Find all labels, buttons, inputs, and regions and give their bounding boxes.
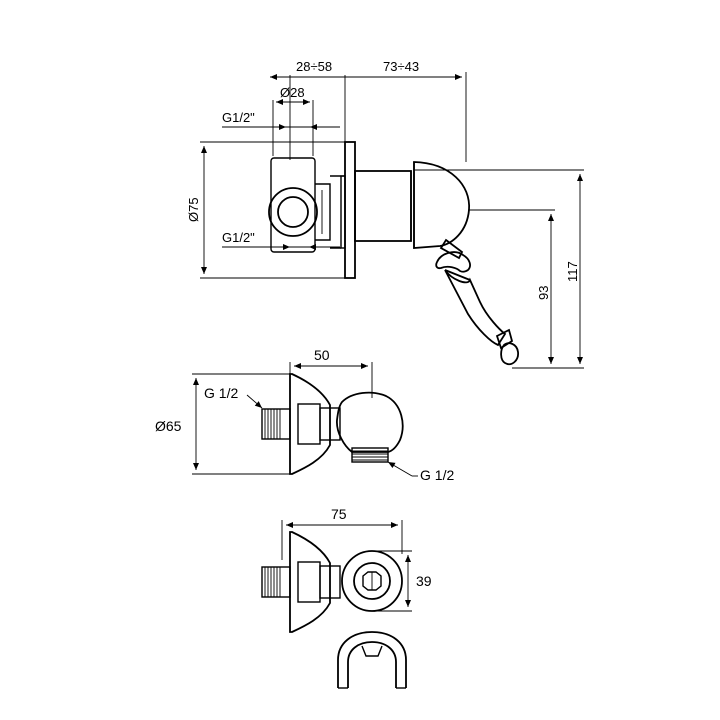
hex-socket [362,571,382,591]
outlet-block [270,157,316,253]
threaded-inlet-lower [261,566,291,598]
valve-spindle-sleeve [354,170,412,242]
side-elevation-view: 28÷58 73÷43 Ø28 G1/2" G1/2" Ø75 93 117 [186,59,584,369]
wall-plate [344,141,356,279]
lever-handle [435,238,519,365]
dim-label-73-43: 73÷43 [383,59,419,74]
wall-flange-lower [289,531,331,633]
dim-label-g12-bottom: G1/2" [222,230,255,245]
outlet-ring-inner [353,562,391,600]
shower-holder [337,631,407,688]
dim-label-d28: Ø28 [280,85,305,100]
front-section-view: 75 39 [261,506,432,689]
outlet-circle-outer [268,187,318,237]
outlet-circle-inner [277,196,309,228]
threaded-outlet-bottom [351,447,389,463]
dim-label-28-58: 28÷58 [296,59,332,74]
dim-label-d65: Ø65 [155,418,182,434]
dim-label-39: 39 [416,573,432,589]
dim-label-75: 75 [331,506,347,522]
outlet-ball [336,391,404,453]
dim-label-g12-top: G1/2" [222,110,255,125]
dim-label-117: 117 [565,261,580,282]
dim-label-g12-left: G 1/2 [204,385,238,401]
dim-label-g12-right: G 1/2 [420,467,454,483]
dim-label-93: 93 [536,286,551,300]
threaded-inlet-left [261,408,291,440]
dim-label-50: 50 [314,347,330,363]
dim-label-d75: Ø75 [186,197,201,222]
valve-head-dome [413,161,470,249]
wall-flange [289,373,331,475]
top-section-view: 50 Ø65 G 1/2 G 1/2 [155,347,454,483]
